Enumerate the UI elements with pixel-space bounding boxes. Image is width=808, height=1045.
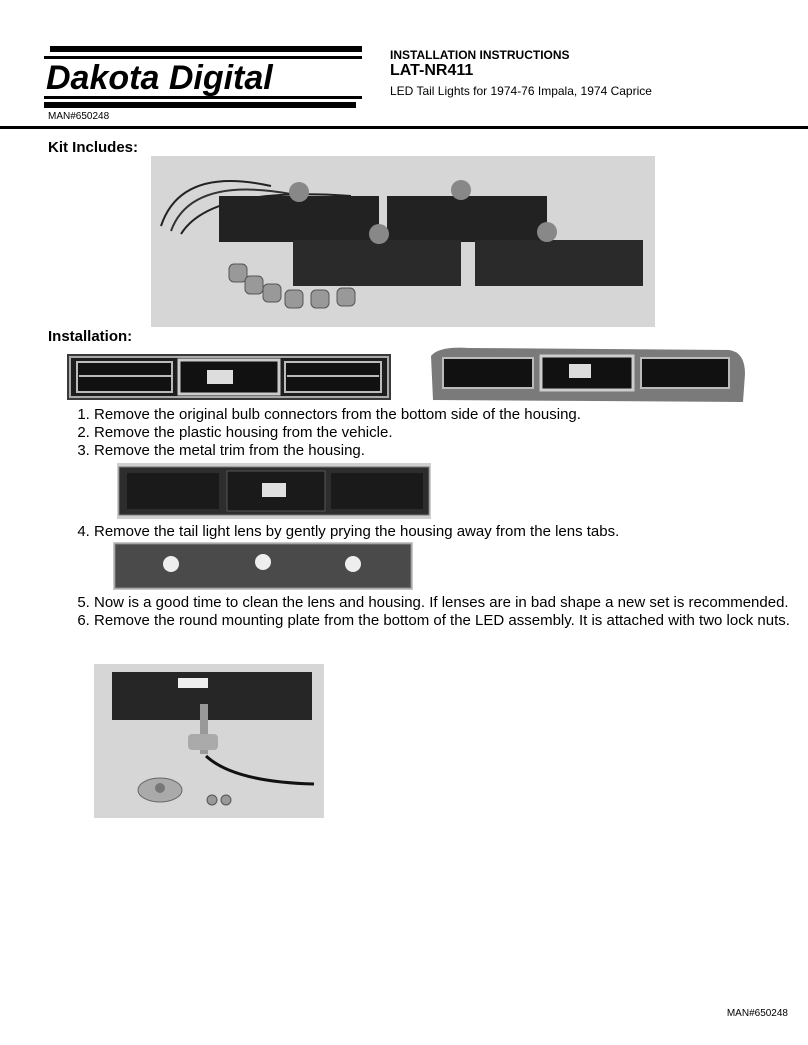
step-4: Remove the tail light lens by gently pry… xyxy=(94,523,619,541)
led-assembly-mounting-plate-photo xyxy=(94,664,324,818)
step-3: Remove the metal trim from the housing. xyxy=(94,442,581,460)
installation-step-4: Remove the tail light lens by gently pry… xyxy=(46,523,619,541)
step-6: Remove the round mounting plate from the… xyxy=(94,612,790,630)
svg-text:Dakota Digital: Dakota Digital xyxy=(46,59,274,97)
step-5: Now is a good time to clean the lens and… xyxy=(94,594,790,612)
part-number: LAT-NR411 xyxy=(390,62,474,79)
dakota-digital-logo: Dakota Digital xyxy=(44,46,362,108)
document-type-label: INSTALLATION INSTRUCTIONS xyxy=(390,48,570,62)
header-divider xyxy=(0,126,808,129)
installation-steps-1-3: Remove the original bulb connectors from… xyxy=(46,406,581,460)
housing-without-trim-photo xyxy=(117,463,431,519)
installation-steps-5-6: Now is a good time to clean the lens and… xyxy=(46,594,790,630)
kit-includes-heading: Kit Includes: xyxy=(48,139,139,156)
taillight-housing-front-photo xyxy=(67,354,391,400)
housing-lens-removed-photo xyxy=(113,542,413,590)
installation-heading: Installation: xyxy=(48,328,133,345)
product-description: LED Tail Lights for 1974-76 Impala, 1974… xyxy=(390,84,652,98)
manual-number-top: MAN#650248 xyxy=(48,111,110,122)
kit-contents-photo xyxy=(151,156,655,327)
manual-number-footer: MAN#650248 xyxy=(726,1008,788,1019)
taillight-housing-angled-photo xyxy=(429,344,747,406)
step-2: Remove the plastic housing from the vehi… xyxy=(94,424,581,442)
step-1: Remove the original bulb connectors from… xyxy=(94,406,581,424)
